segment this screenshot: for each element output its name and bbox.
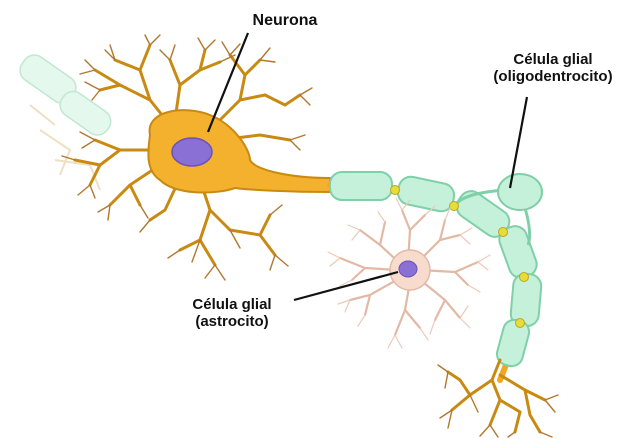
oligodendrocyte-label: Célula glial (oligodentrocito) [478,51,628,85]
astrocyte-nucleus [399,261,417,277]
neuron-soma [148,110,330,192]
astrocyte [328,198,490,348]
cropped-myelin-sheath [15,50,115,139]
oligodendrocyte-label-line1: Célula glial [478,51,628,68]
astrocyte-label: Célula glial (astrocito) [172,296,292,330]
neurona-label: Neurona [230,12,340,29]
axon-terminals [448,360,545,432]
astrocito-leader-line [294,272,398,300]
astrocyte-label-line2: (astrocito) [172,313,292,330]
neuron-nucleus [172,138,212,166]
astrocyte-label-line1: Célula glial [172,296,292,313]
oligodendrocyte-label-line2: (oligodentrocito) [478,68,628,85]
